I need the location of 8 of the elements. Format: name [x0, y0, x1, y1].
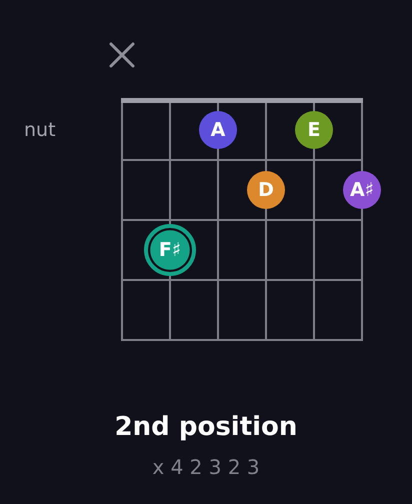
- nut-label: nut: [24, 119, 56, 142]
- note-dot: E: [295, 111, 333, 149]
- fingering-text: x 4 2 3 2 3: [151, 455, 261, 479]
- note-dot: A♯: [343, 171, 381, 209]
- position-title: 2nd position: [114, 412, 298, 444]
- note-dot: A: [199, 111, 237, 149]
- note-dot: D: [247, 171, 285, 209]
- root-note-dot: F♯: [144, 224, 196, 276]
